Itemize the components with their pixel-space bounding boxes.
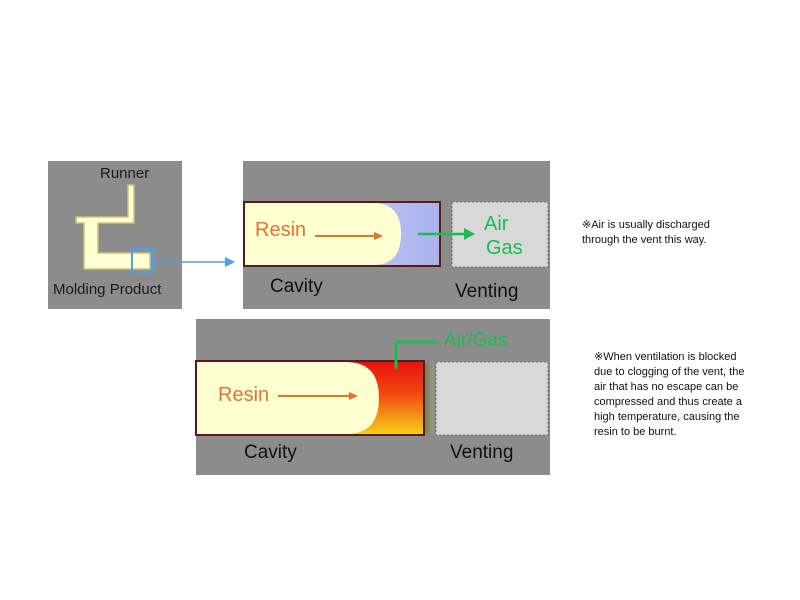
normal-venting-panel: Resin Air Gas Cavity Venting	[243, 161, 550, 309]
molding-product-label: Molding Product	[53, 281, 162, 298]
bottom-cavity-label: Cavity	[244, 442, 297, 463]
normal-cavity-drawing	[243, 201, 549, 268]
blocked-venting-note: ※When ventilation is blocked due to clog…	[594, 351, 745, 438]
runner-label: Runner	[100, 165, 150, 182]
top-air-label: Air	[484, 213, 509, 235]
vent-detail-box	[131, 248, 154, 273]
blocked-vent-area	[435, 361, 549, 436]
blocked-venting-panel: Resin Air/Gas Cavity Venting	[195, 319, 550, 475]
bottom-resin-label: Resin	[218, 384, 270, 406]
top-gas-label: Gas	[486, 237, 523, 259]
resin-fill-blocked	[197, 362, 379, 434]
top-venting-label: Venting	[455, 281, 519, 302]
resin-fill	[245, 203, 401, 265]
blocked-cavity-drawing	[195, 340, 549, 436]
bottom-airgas-label: Air/Gas	[444, 330, 508, 351]
normal-venting-note: ※Air is usually discharged through the v…	[582, 219, 710, 246]
top-cavity-label: Cavity	[270, 276, 323, 297]
top-resin-label: Resin	[255, 219, 307, 241]
part-overview-panel: Runner Molding Product	[48, 161, 182, 309]
runner-product-shape	[75, 184, 154, 273]
bottom-venting-label: Venting	[450, 442, 514, 463]
clogged-vent	[425, 363, 434, 433]
